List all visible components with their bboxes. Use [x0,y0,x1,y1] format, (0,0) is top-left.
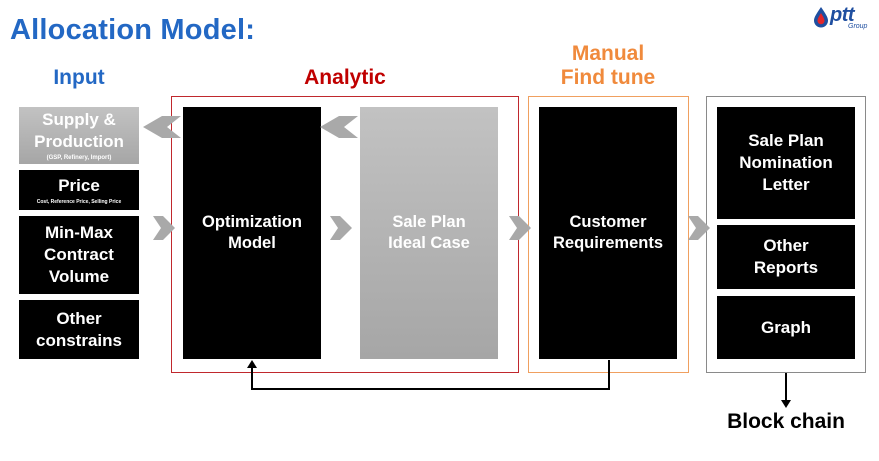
chevron-right-icon [330,216,352,240]
sale-plan-ideal-box: Sale Plan Ideal Case [360,107,498,359]
nomination-label-line2: Nomination [739,153,833,172]
optimization-model-box: Optimization Model [183,107,321,359]
reports-label-line2: Reports [753,258,819,277]
price-label: Price [58,175,100,195]
graph-box: Graph [717,296,855,359]
logo-subtext: Group [848,23,868,30]
arrow-up-icon [247,360,257,368]
manual-heading-line2: Find tune [560,66,656,89]
sale-plan-nomination-box: Sale Plan Nomination Letter [717,107,855,219]
minmax-label-line2: Contract [44,245,114,264]
minmax-label-line1: Min-Max [45,223,113,242]
page-title: Allocation Model: [10,14,256,46]
feedback-connector [251,360,610,390]
minmax-label-line3: Volume [48,267,110,286]
logo-text: ptt [830,4,855,26]
nomination-label-line3: Letter [762,175,810,194]
block-chain-label: Block chain [727,410,845,433]
reports-label-line1: Other [763,236,809,255]
manual-heading-line1: Manual [571,42,645,65]
optimization-label-line2: Model [228,234,276,252]
nomination-label-line1: Sale Plan [748,131,824,150]
constrains-label-line2: constrains [36,330,122,350]
supply-label-line2: Production [34,132,124,151]
price-sublabel: Cost, Reference Price, Selling Price [36,198,122,205]
price-box: Price Cost, Reference Price, Selling Pri… [19,170,139,210]
chevron-right-icon [153,216,175,240]
supply-label-line1: Supply & [42,110,116,129]
manual-heading: Manual Find tune [528,42,688,90]
graph-label: Graph [760,317,812,337]
chevron-right-icon [509,216,531,240]
optimization-label-line1: Optimization [202,213,302,231]
supply-production-box: Supply & Production (GSP, Refinery, Impo… [19,107,139,164]
other-constrains-box: Other constrains [19,300,139,359]
analytic-heading: Analytic [304,66,386,89]
input-heading: Input [53,66,105,89]
chevron-right-icon [688,216,710,240]
supply-sublabel: (GSP, Refinery, Import) [46,155,112,161]
other-reports-box: Other Reports [717,225,855,289]
customer-label-line2: Requirements [552,234,664,252]
customer-requirements-box: Customer Requirements [539,107,677,359]
min-max-contract-box: Min-Max Contract Volume [19,216,139,294]
chevron-left-icon [143,116,181,138]
constrains-label-line1: Other [56,308,102,328]
customer-label-line1: Customer [569,213,647,231]
sale-plan-label-line2: Ideal Case [388,234,470,252]
output-frame [706,96,866,373]
arrow-down-icon [781,400,791,408]
sale-plan-label-line1: Sale Plan [392,213,466,231]
ptt-drop-icon [814,7,828,28]
chevron-left-icon [320,116,358,138]
ptt-logo: ptt Group [812,4,872,32]
